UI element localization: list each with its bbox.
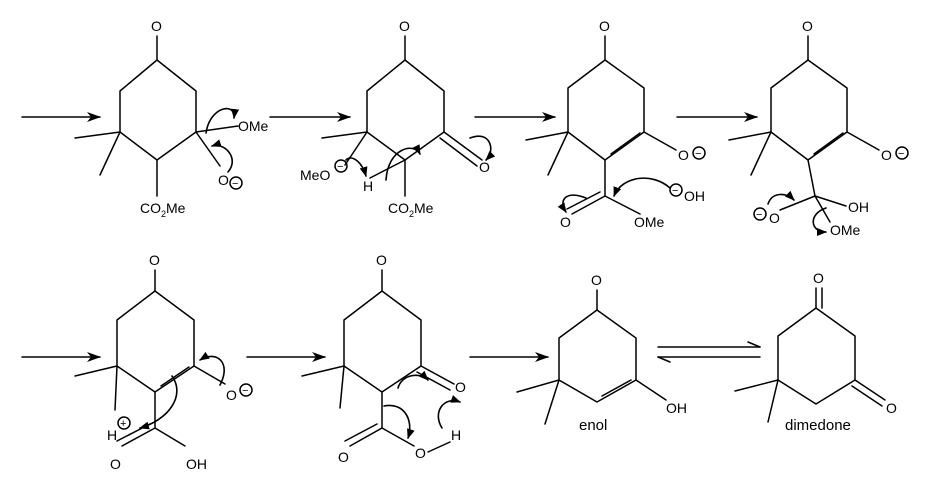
ketone-oxygen: O bbox=[802, 18, 813, 34]
enolate-oxygen: O bbox=[226, 387, 237, 403]
ketone-oxygen: O bbox=[151, 18, 162, 34]
enol-caption: enol bbox=[579, 417, 607, 434]
negative-charge: − bbox=[695, 148, 701, 160]
carboxyl-oxygen: O bbox=[338, 449, 349, 465]
structure-8-dimedone: O O dimedone bbox=[734, 270, 897, 434]
methoxy-label: OMe bbox=[634, 214, 665, 230]
enolate-oxygen: O bbox=[881, 147, 892, 163]
enolate-oxygen: O bbox=[678, 147, 689, 163]
hydroxyl-label: OH bbox=[848, 199, 869, 215]
structure-6: O O O O H bbox=[301, 252, 466, 465]
ketone-oxygen: O bbox=[813, 270, 824, 286]
ketone-oxygen: O bbox=[149, 252, 160, 268]
ester-label: CO2Me bbox=[388, 200, 434, 219]
ketone-oxygen: O bbox=[591, 272, 602, 288]
ketone-oxygen: O bbox=[599, 18, 610, 34]
structure-1: O OMe O − CO2Me bbox=[74, 18, 269, 219]
carboxyl-hydroxyl: OH bbox=[186, 456, 207, 472]
structure-3: O O − O OMe OH − bbox=[525, 18, 706, 230]
ketone-oxygen-2: O bbox=[886, 400, 897, 416]
tetrahedral-oxygen: O bbox=[769, 210, 780, 226]
structure-7-enol: O OH enol bbox=[516, 272, 687, 434]
negative-charge: − bbox=[337, 161, 343, 173]
dimedone-caption: dimedone bbox=[785, 417, 851, 434]
methoxide-label: MeO bbox=[300, 167, 330, 183]
ester-label: CO2Me bbox=[140, 200, 186, 219]
structure-5: O O − O OH H + bbox=[74, 252, 253, 472]
methoxy-label: OMe bbox=[238, 118, 269, 134]
hydroxyl-oxygen: O bbox=[415, 445, 426, 461]
carbonyl-oxygen: O bbox=[455, 379, 466, 395]
enol-hydroxyl: OH bbox=[666, 400, 687, 416]
hydrogen-label: H bbox=[363, 178, 373, 194]
methoxy-label: OMe bbox=[830, 222, 861, 238]
proton-label: H bbox=[107, 427, 117, 443]
carbonyl-oxygen: O bbox=[479, 159, 490, 175]
negative-charge: − bbox=[672, 185, 678, 197]
alkoxide-oxygen: O bbox=[218, 172, 229, 188]
negative-charge: − bbox=[898, 148, 904, 160]
ketone-oxygen: O bbox=[399, 18, 410, 34]
ketone-oxygen: O bbox=[376, 252, 387, 268]
negative-charge: − bbox=[242, 385, 248, 397]
carboxyl-oxygen: O bbox=[110, 456, 121, 472]
positive-charge: + bbox=[120, 418, 126, 430]
step-arrows bbox=[21, 112, 761, 363]
negative-charge: − bbox=[232, 178, 238, 190]
carbonyl-oxygen: O bbox=[560, 214, 571, 230]
structure-4: O O − OH OMe O − bbox=[728, 18, 909, 238]
equilibrium-arrow bbox=[657, 341, 761, 363]
hydroxide-label: OH bbox=[684, 188, 705, 204]
structure-2: O O H MeO − CO2Me bbox=[300, 18, 496, 219]
negative-charge: − bbox=[756, 209, 762, 221]
hydrogen-label: H bbox=[451, 427, 461, 443]
